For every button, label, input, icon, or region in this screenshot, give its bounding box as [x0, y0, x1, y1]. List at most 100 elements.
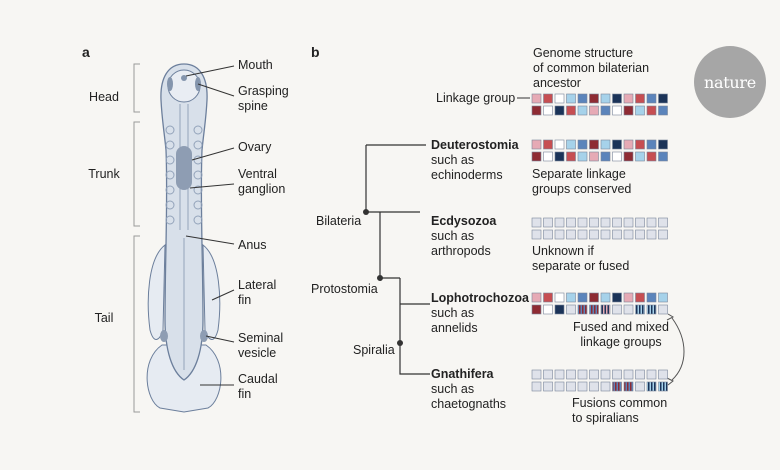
linkage-square [531, 304, 542, 315]
linkage-square [543, 151, 553, 162]
spine-left [167, 77, 173, 91]
linkage-square [635, 151, 645, 162]
region-trunk: Trunk [88, 167, 120, 181]
taxon-ecdysozoa-note: Unknown if separate or fused [532, 244, 630, 273]
linkage-square [554, 105, 565, 116]
linkage-square [635, 381, 645, 392]
linkage-square [531, 292, 542, 303]
linkage-square [623, 381, 634, 392]
lophotrochozoa-grid [531, 292, 668, 315]
ancestor-grid [531, 93, 668, 116]
linkage-square [531, 93, 542, 104]
linkage-square [658, 229, 668, 240]
linkage-square [554, 151, 565, 162]
linkage-square [635, 369, 645, 380]
linkage-square [623, 217, 634, 228]
linkage-square [543, 217, 553, 228]
linkage-square [589, 304, 599, 315]
linkage-square [566, 139, 576, 150]
head-bracket [133, 63, 140, 113]
region-brackets [133, 63, 140, 413]
linkage-square [623, 139, 634, 150]
region-head: Head [89, 90, 119, 104]
linkage-square [554, 292, 565, 303]
genome-title: Genome structure of common bilaterian an… [533, 46, 650, 90]
linkage-square [566, 369, 576, 380]
taxon-deuterostomia-note: Separate linkage groups conserved [532, 167, 632, 196]
linkage-square [589, 139, 599, 150]
node-label-bilateria: Bilateria [316, 214, 362, 228]
linkage-square [612, 381, 622, 392]
linkage-square [600, 93, 611, 104]
linkage-square [612, 217, 622, 228]
taxon-gnathifera-example: such as chaetognaths [431, 382, 507, 411]
taxon-lophotrochozoa-example: such as annelids [431, 306, 478, 335]
linkage-square [635, 93, 645, 104]
panel-b-label: b [311, 44, 320, 60]
panel-a-label: a [82, 44, 90, 60]
linkage-square [623, 304, 634, 315]
linkage-square [658, 304, 668, 315]
tree-nodes [363, 209, 403, 346]
linkage-square [658, 93, 668, 104]
gnathifera-grid [531, 369, 668, 392]
linkage-square [635, 217, 645, 228]
linkage-square [623, 93, 634, 104]
linkage-square [635, 292, 645, 303]
linkage-square [543, 292, 553, 303]
linkage-square [658, 105, 668, 116]
linkage-square [589, 105, 599, 116]
taxon-lophotrochozoa-note: Fused and mixed linkage groups [573, 320, 669, 349]
linkage-square [531, 229, 542, 240]
linkage-square [612, 93, 622, 104]
linkage-square [646, 93, 657, 104]
linkage-square [589, 381, 599, 392]
linkage-square [554, 369, 565, 380]
linkage-square [543, 381, 553, 392]
nature-logo: nature [694, 46, 766, 118]
linkage-square [577, 229, 588, 240]
linkage-square [577, 292, 588, 303]
linkage-square [531, 139, 542, 150]
linkage-square [600, 217, 611, 228]
linkage-square [543, 105, 553, 116]
linkage-square [646, 151, 657, 162]
linkage-square [658, 381, 668, 392]
linkage-square [658, 217, 668, 228]
seminal-vesicle-left [160, 330, 168, 342]
taxon-deuterostomia-name: Deuterostomia [431, 138, 519, 152]
linkage-square [612, 151, 622, 162]
node-spiralia [397, 340, 403, 346]
linkage-square [600, 292, 611, 303]
linkage-square [623, 292, 634, 303]
linkage-square [646, 381, 657, 392]
taxon-gnathifera-note: Fusions common to spiralians [572, 396, 668, 425]
node-label-spiralia: Spiralia [353, 343, 395, 357]
node-protostomia [377, 275, 383, 281]
linkage-square [600, 381, 611, 392]
label-anus: Anus [238, 238, 267, 252]
linkage-square [531, 369, 542, 380]
linkage-square [589, 151, 599, 162]
seminal-vesicle-right [200, 330, 208, 342]
linkage-square [543, 369, 553, 380]
linkage-square [577, 139, 588, 150]
linkage-square [600, 151, 611, 162]
linkage-square [554, 381, 565, 392]
linkage-square [635, 229, 645, 240]
linkage-square [566, 381, 576, 392]
linkage-square [531, 217, 542, 228]
linkage-square [554, 304, 565, 315]
linkage-square [600, 139, 611, 150]
linkage-square [646, 105, 657, 116]
phylogenetic-tree [365, 144, 430, 375]
linkage-square [554, 139, 565, 150]
linkage-square [566, 292, 576, 303]
taxon-ecdysozoa-name: Ecdysozoa [431, 214, 497, 228]
linkage-square [612, 139, 622, 150]
linkage-square [646, 229, 657, 240]
lateral-fin-right [202, 243, 221, 340]
linkage-square [623, 151, 634, 162]
mouth-shape [181, 75, 187, 81]
deuterostomia-grid [531, 139, 668, 162]
